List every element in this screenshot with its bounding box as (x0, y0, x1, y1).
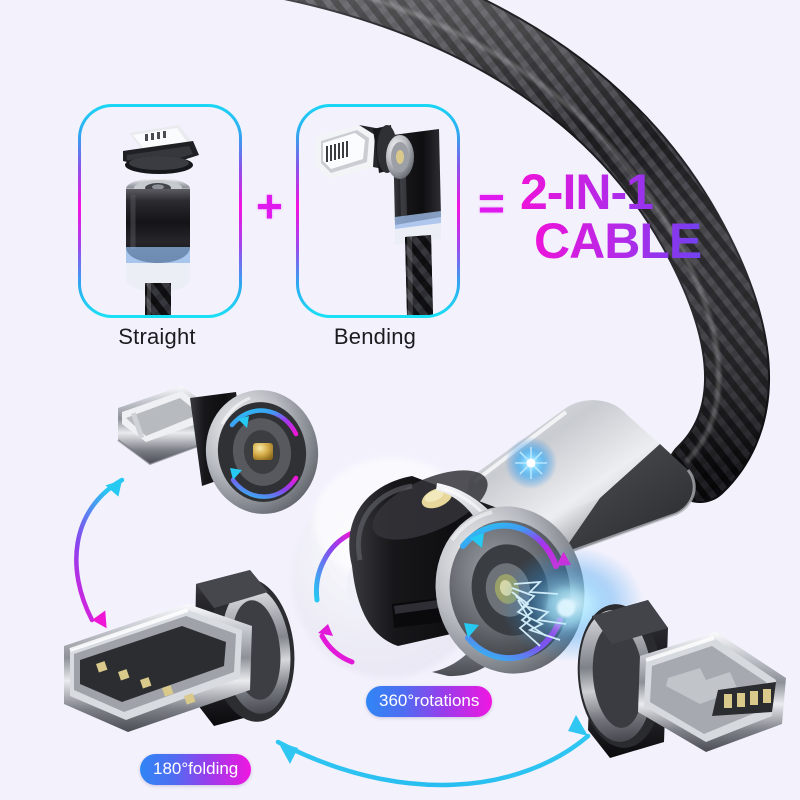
usbc-back-disc (194, 570, 295, 726)
gold-accent-dot (421, 487, 453, 509)
lightning-plug-blade (117, 386, 215, 466)
feature-box-straight-inner (81, 107, 239, 315)
plus-symbol: + (256, 180, 283, 232)
headline-line-2: CABLE (534, 216, 790, 266)
microusb-back-disc (577, 600, 668, 758)
blue-indicator-light (505, 437, 557, 489)
bending-illustration (315, 125, 441, 315)
hub-elbow-housing (466, 400, 696, 558)
gold-pin (253, 443, 273, 460)
headline: 2-IN-1 CABLE (520, 167, 790, 266)
equals-symbol: = (478, 177, 505, 229)
straight-magnetic-head (126, 178, 190, 292)
magnetic-face (435, 506, 585, 674)
badge-360-rotations: 360°rotations (366, 686, 493, 717)
flow-arrows (74, 477, 591, 788)
rotation-arrows-face (460, 522, 572, 662)
hub-collar (432, 483, 524, 677)
micro-usb-magnetic-tip (577, 600, 786, 758)
feature-box-bending-inner (299, 107, 457, 315)
feature-box-bending (296, 104, 460, 318)
lightning-tip-black-neck (190, 392, 248, 486)
feature-label-bending: Bending (333, 324, 417, 349)
usbc-plug-body (64, 604, 252, 732)
lightning-magnetic-tip (117, 386, 319, 514)
micro-usb-tip-small (123, 125, 199, 174)
feature-label-straight: Straight (118, 324, 196, 349)
lightning-tip-disc (205, 390, 319, 514)
hub-barrel (349, 470, 528, 646)
rotation-ghost (292, 458, 484, 678)
rotating-magnetic-hub (349, 400, 696, 677)
rotation-arrows-ghost (313, 530, 453, 665)
straight-illustration (123, 125, 199, 315)
lightning-rotation-arrows (229, 408, 299, 499)
electric-spark (500, 546, 644, 662)
right-angle-magnetic-head (386, 129, 441, 245)
straight-cable-braid (145, 283, 171, 315)
headline-line-1: 2-IN-1 (520, 167, 790, 217)
bending-cable-braid (405, 235, 433, 315)
badge-180-folding: 180°folding (140, 754, 252, 785)
feature-box-straight (78, 104, 242, 318)
arrow-usbc-to-lightning (74, 477, 125, 629)
usb-c-tip-small (315, 125, 397, 179)
usb-c-magnetic-tip (64, 570, 295, 732)
microusb-plug-body (638, 632, 786, 752)
arrow-bottom-span (275, 715, 591, 788)
